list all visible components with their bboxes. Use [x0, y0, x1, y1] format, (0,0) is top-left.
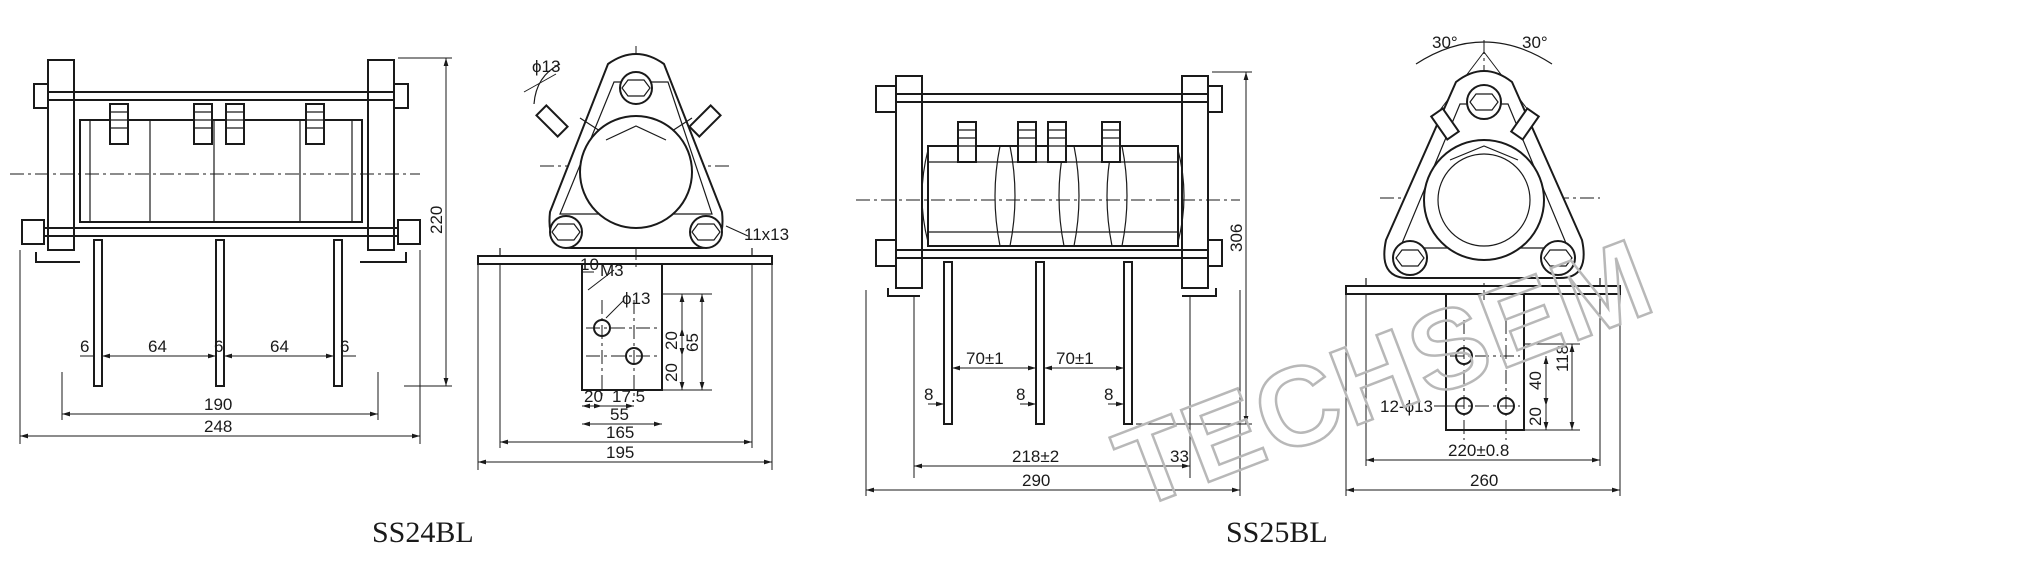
ss24-dim-20b: 20	[662, 363, 681, 382]
ss25-caption: SS25BL	[1226, 516, 1328, 549]
ss25-side-view: 70±1 70±1 8 8 8 218±2 33 290 306	[856, 71, 1252, 496]
ss24-terminal-studs	[109, 103, 325, 145]
ss25-dim-30a: 30°	[1432, 33, 1458, 52]
ss24-dim-20a: 20	[662, 331, 681, 350]
ss25-dim-33: 33	[1170, 447, 1189, 466]
ss25-dim-118: 118	[1553, 345, 1572, 372]
ss24-dim-64a: 64	[148, 337, 167, 356]
ss25-dim-260: 260	[1470, 471, 1498, 490]
ss25-dim-220: 220±0.8	[1448, 441, 1509, 460]
ss24-dim-6c: 6	[340, 337, 349, 356]
ss25-dim-20: 20	[1526, 407, 1545, 426]
ss24-dim-55: 55	[610, 405, 629, 424]
ss24-dim-phi13: ϕ13	[622, 289, 650, 308]
ss24-dim-20c: 20	[584, 387, 603, 406]
ss25-dim-40: 40	[1526, 371, 1545, 390]
ss24-dim-11x13: 11x13	[744, 225, 789, 244]
ss24-dim-10: 10	[580, 255, 599, 274]
ss24-dim-17-5: 17.5	[612, 387, 645, 406]
ss25-dim-30b: 30°	[1522, 33, 1548, 52]
ss24-dim-6b: 6	[214, 337, 223, 356]
ss24-caption: SS24BL	[372, 516, 474, 549]
ss25-dim-8a: 8	[924, 385, 933, 404]
ss25-dim-218: 218±2	[1012, 447, 1059, 466]
ss24-dim-220: 220	[427, 206, 446, 234]
ss24-dim-248: 248	[204, 417, 232, 436]
ss25-front-view: 30° 30° 12-ϕ13 40 20	[1345, 33, 1621, 496]
ss25-terminal-studs	[957, 121, 1121, 163]
ss24-dim-190: 190	[204, 395, 232, 414]
ss25-dim-8b: 8	[1016, 385, 1025, 404]
ss24-dim-6a: 6	[80, 337, 89, 356]
ss24-front-view: ϕ13 11x13 10 M3 ϕ13 20 20 65 20 17.5	[477, 46, 789, 470]
ss25-dim-8c: 8	[1104, 385, 1113, 404]
ss25-dim-12phi13: 12-ϕ13	[1380, 397, 1433, 416]
ss25-dim-306: 306	[1227, 224, 1246, 252]
ss24-dim-165: 165	[606, 423, 634, 442]
ss25-dim-70b: 70±1	[1056, 349, 1094, 368]
ss24-dim-65: 65	[683, 333, 702, 352]
ss24-dim-m3: M3	[600, 261, 624, 280]
ss25-dim-290: 290	[1022, 471, 1050, 490]
ss24-dim-195: 195	[606, 443, 634, 462]
ss24-side-view: 6 64 6 64 6 190 248 220	[10, 57, 452, 444]
ss24-dim-64b: 64	[270, 337, 289, 356]
ss25-dim-70a: 70±1	[966, 349, 1004, 368]
ss24-dim-phi13-top: ϕ13	[532, 57, 560, 76]
